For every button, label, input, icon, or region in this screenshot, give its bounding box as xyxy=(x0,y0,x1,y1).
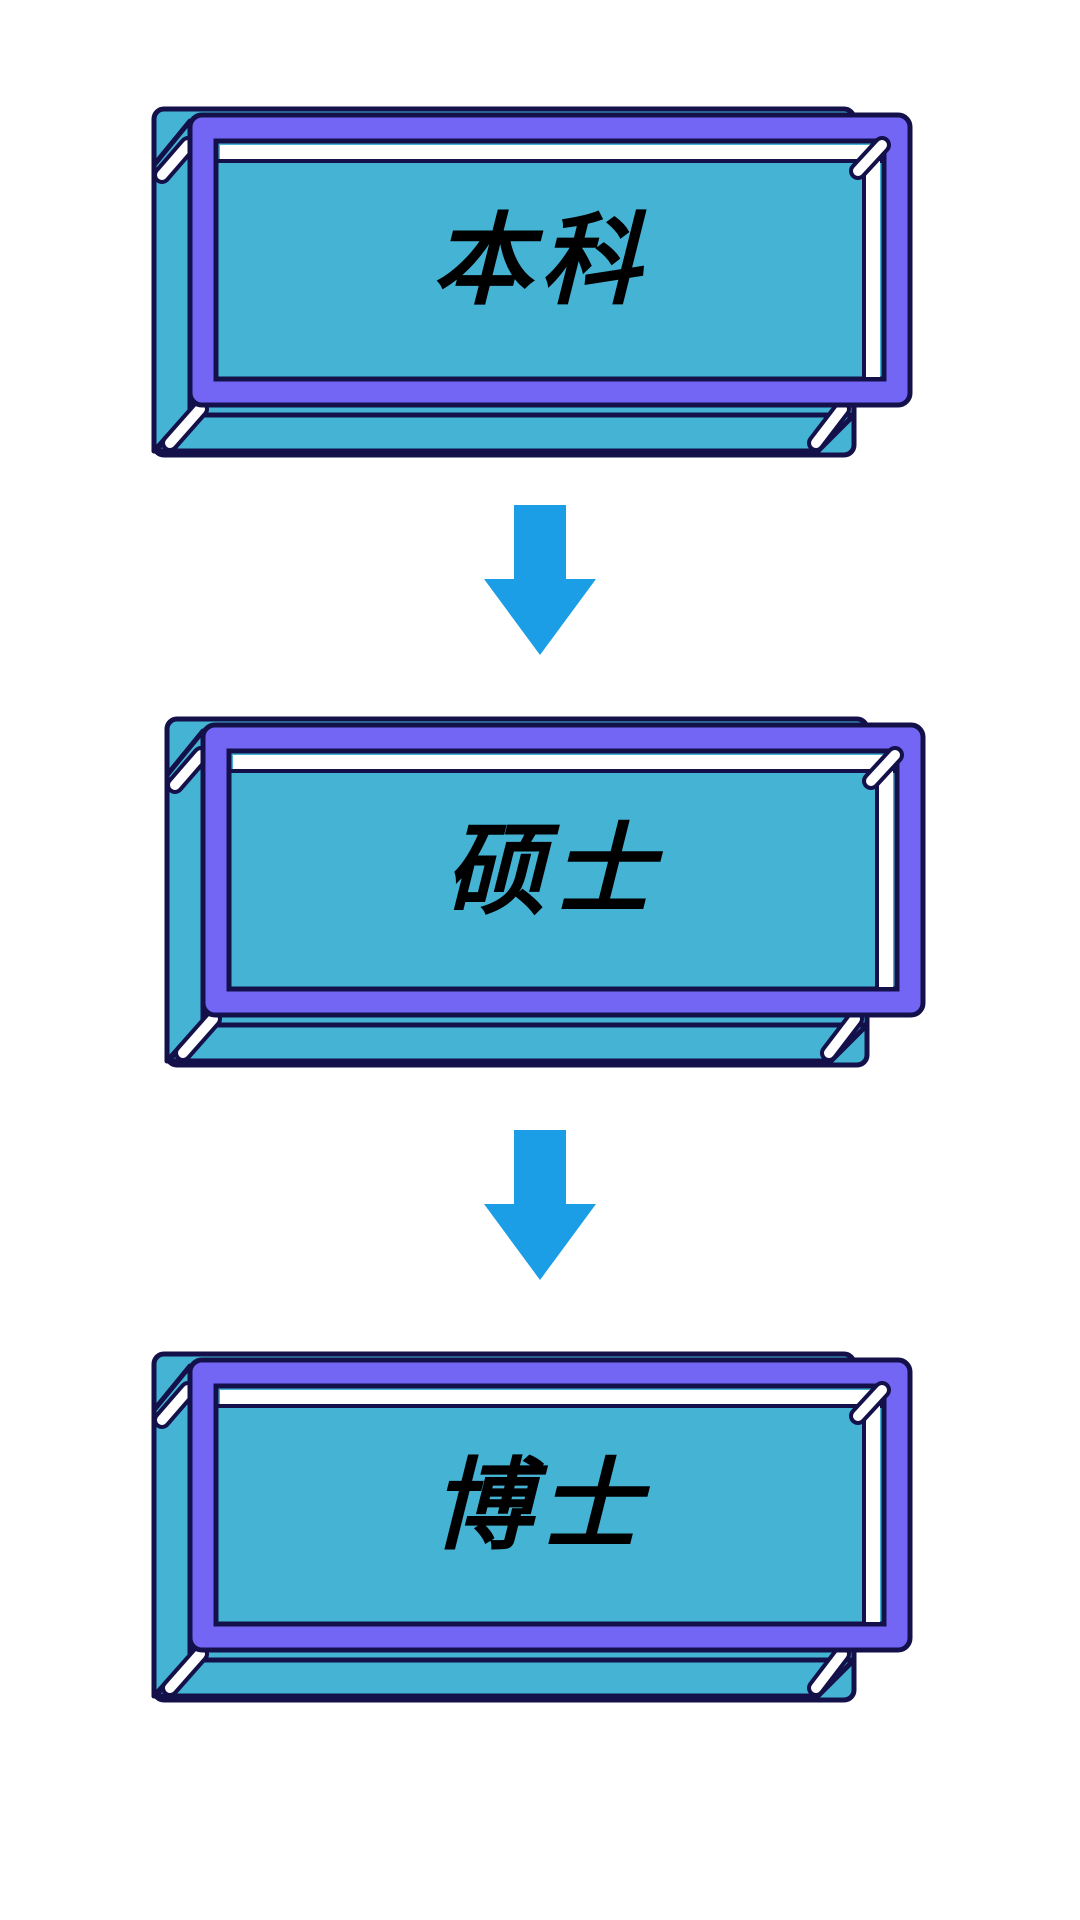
stage-label-2: 硕士 xyxy=(445,812,664,929)
arrow-down-icon xyxy=(484,1130,596,1280)
stage-label-1: 本科 xyxy=(432,202,648,319)
stage-box-3: 博士 xyxy=(154,1354,910,1700)
stage-box-2: 硕士 xyxy=(167,719,923,1065)
stage-box-1: 本科 xyxy=(154,109,910,455)
stage-label-3: 博士 xyxy=(432,1447,651,1564)
arrow-down-icon xyxy=(484,505,596,655)
